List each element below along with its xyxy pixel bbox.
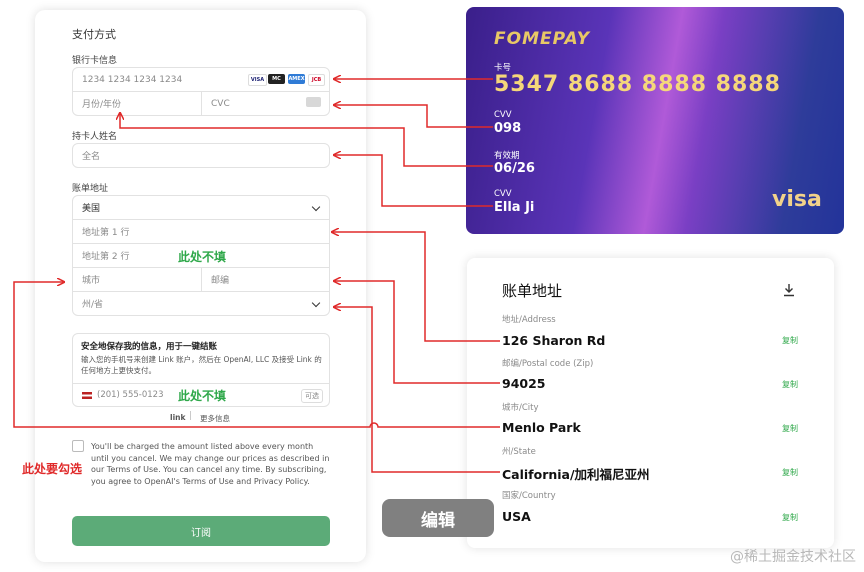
link-save-box: 安全地保存我的信息，用于一键结账 输入您的手机号来创建 Link 账户，然后在 …: [72, 333, 330, 407]
card-number: 5347 8688 8888 8888: [494, 72, 781, 97]
zip-input[interactable]: 邮编: [201, 267, 330, 292]
payment-panel: 支付方式 银行卡信息 1234 1234 1234 1234 VISA MC A…: [35, 10, 366, 562]
state-placeholder: 州/省: [82, 300, 104, 310]
arrow-zip: [334, 281, 500, 384]
card-brand-logo: FOMEPAY: [494, 29, 591, 49]
country-value: USA: [502, 509, 531, 524]
us-flag-icon: [82, 392, 92, 399]
consent-checkbox[interactable]: [72, 440, 84, 452]
link-separator: |: [189, 411, 193, 421]
billing-address-panel: 账单地址 地址/Address 126 Sharon Rd 复制 邮编/Post…: [467, 258, 834, 548]
zip-placeholder: 邮编: [211, 276, 230, 286]
zip-label: 邮编/Postal code (Zip): [502, 359, 594, 369]
address-label: 地址/Address: [502, 315, 556, 325]
city-label: 城市/City: [502, 403, 539, 413]
watermark: @稀土掘金技术社区: [730, 549, 856, 565]
cvc-card-icon: [306, 97, 321, 107]
billing-label: 账单地址: [72, 184, 109, 194]
card-section-label: 银行卡信息: [72, 56, 118, 66]
name-input[interactable]: 全名: [72, 143, 330, 168]
expiry-placeholder: 月份/年份: [82, 100, 122, 110]
check-note: 此处要勾选: [22, 462, 83, 476]
subscribe-button[interactable]: 订阅: [72, 516, 330, 546]
optional-tag: 可选: [301, 389, 323, 403]
name-placeholder: 全名: [82, 152, 101, 162]
edit-button[interactable]: 编辑: [382, 499, 494, 537]
visa-logo: visa: [772, 187, 822, 212]
city-value: Menlo Park: [502, 420, 581, 435]
link-save-description: 输入您的手机号来创建 Link 账户，然后在 OpenAI, LLC 及接受 L…: [81, 355, 322, 375]
name-label: 持卡人姓名: [72, 132, 118, 142]
consent-text: You'll be charged the amount listed abov…: [91, 442, 330, 486]
skip-note-address2: 此处不填: [178, 250, 227, 264]
arrow-expiry: [120, 113, 493, 167]
card-holder-label: CVV: [494, 189, 512, 199]
city-placeholder: 城市: [82, 276, 101, 286]
state-label: 州/State: [502, 447, 536, 457]
card-number-placeholder: 1234 1234 1234 1234: [82, 74, 183, 85]
card-cvv-label: CVV: [494, 110, 512, 120]
arrow-state: [334, 307, 500, 473]
card-number-label: 卡号: [494, 63, 512, 73]
card-holder: Ella Ji: [494, 200, 535, 215]
copy-zip-button[interactable]: 复制: [782, 380, 798, 389]
country-label: 国家/Country: [502, 491, 556, 501]
phone-input[interactable]: (201) 555-0123 可选: [73, 383, 329, 408]
address-value: 126 Sharon Rd: [502, 333, 606, 348]
cvc-placeholder: CVC: [211, 98, 230, 109]
visa-brand-icon: VISA: [248, 74, 267, 86]
link-logo: link: [170, 413, 186, 422]
payment-title: 支付方式: [72, 28, 116, 41]
mastercard-brand-icon: MC: [268, 74, 285, 84]
more-info-link[interactable]: 更多信息: [200, 414, 230, 423]
copy-address-button[interactable]: 复制: [782, 336, 798, 345]
zip-value: 94025: [502, 376, 546, 391]
billing-title: 账单地址: [502, 282, 563, 300]
card-expiry-label: 有效期: [494, 151, 520, 161]
copy-country-button[interactable]: 复制: [782, 513, 798, 522]
address-line1-placeholder: 地址第 1 行: [82, 228, 130, 238]
country-value: 美国: [82, 204, 101, 214]
jcb-brand-icon: JCB: [308, 74, 325, 86]
link-save-title: 安全地保存我的信息，用于一键结账: [81, 342, 218, 352]
state-value: California/加利福尼亚州: [502, 467, 650, 482]
phone-placeholder: (201) 555-0123: [97, 390, 164, 400]
virtual-card: FOMEPAY 卡号 5347 8688 8888 8888 CVV 098 有…: [466, 7, 844, 234]
arrow-address: [332, 232, 500, 342]
amex-brand-icon: AMEX: [288, 74, 305, 84]
arrow-city: [13, 282, 500, 428]
copy-city-button[interactable]: 复制: [782, 424, 798, 433]
download-icon[interactable]: [782, 283, 796, 297]
card-cvv: 098: [494, 121, 522, 136]
skip-note-phone: 此处不填: [178, 389, 227, 403]
arrow-cvv: [334, 105, 493, 128]
arrow-holder: [334, 155, 493, 207]
address-line2-placeholder: 地址第 2 行: [82, 252, 130, 262]
expiry-input[interactable]: 月份/年份: [72, 91, 202, 116]
copy-state-button[interactable]: 复制: [782, 468, 798, 477]
state-select[interactable]: 州/省: [72, 291, 330, 316]
card-expiry: 06/26: [494, 161, 535, 176]
